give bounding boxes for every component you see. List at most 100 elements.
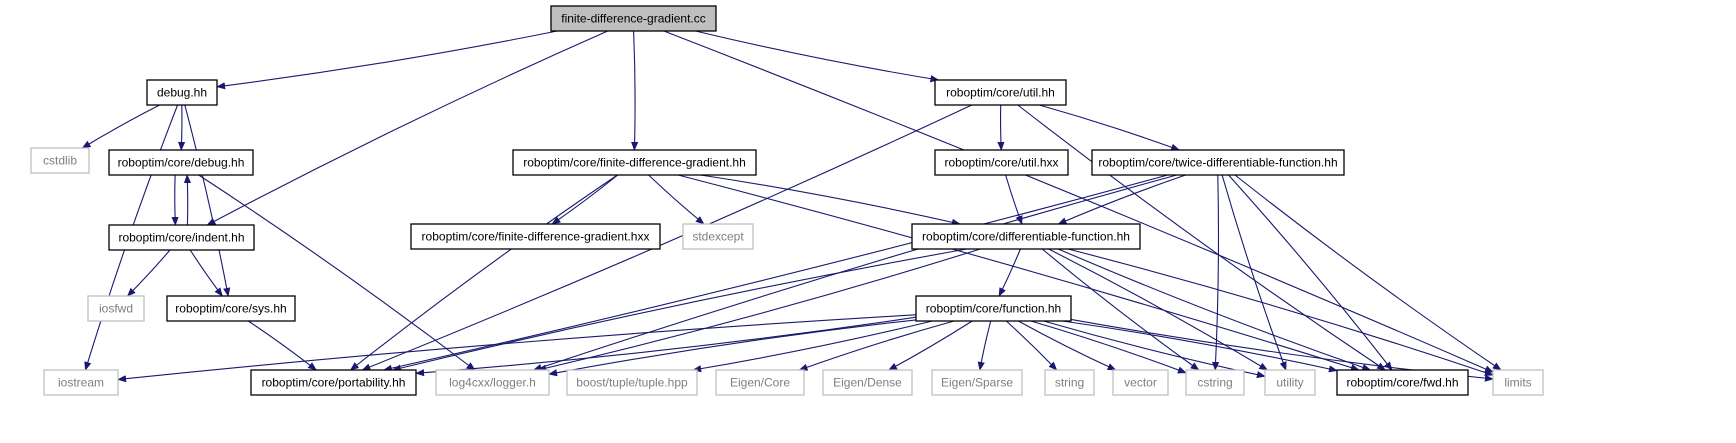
node-fwd[interactable]: roboptim/core/fwd.hh xyxy=(1336,369,1469,396)
node-root[interactable]: finite-difference-gradient.cc xyxy=(550,5,717,32)
node-util-hxx[interactable]: roboptim/core/util.hxx xyxy=(934,149,1069,176)
edge-fdg_hh-to-fdg_hxx xyxy=(551,174,619,225)
edge-indent-to-core_debug xyxy=(183,174,192,226)
node-box xyxy=(43,369,119,396)
node-fdg-hxx[interactable]: roboptim/core/finite-difference-gradient… xyxy=(410,223,661,250)
edge-diff-to-log4cxx xyxy=(537,248,981,372)
node-core-debug[interactable]: roboptim/core/debug.hh xyxy=(108,149,254,176)
node-util[interactable]: roboptim/core/util.hh xyxy=(934,79,1067,106)
node-box xyxy=(715,369,805,396)
node-box xyxy=(1185,369,1245,396)
node-label: roboptim/core/finite-difference-gradient… xyxy=(523,156,746,170)
edge-debug-to-sys xyxy=(184,104,231,297)
node-label: roboptim/core/debug.hh xyxy=(118,156,245,170)
edge-twice-to-limits xyxy=(1234,174,1502,371)
node-box xyxy=(911,223,1141,250)
edge-util-to-fwd xyxy=(1017,104,1386,371)
node-tuple: boost/tuple/tuple.hpp xyxy=(566,369,698,396)
node-indent[interactable]: roboptim/core/indent.hh xyxy=(108,224,255,251)
edge-function-to-portability xyxy=(415,316,917,377)
node-label: utility xyxy=(1276,376,1303,390)
node-iosfwd: iosfwd xyxy=(87,295,145,322)
edge-function-to-cstring xyxy=(1030,320,1187,374)
node-limits: limits xyxy=(1492,369,1544,396)
edge-twice-to-fwd xyxy=(1228,174,1393,371)
node-box xyxy=(934,79,1067,106)
node-label: roboptim/core/indent.hh xyxy=(118,231,244,245)
node-box xyxy=(30,147,90,174)
node-label: limits xyxy=(1504,376,1531,390)
node-label: log4cxx/logger.h xyxy=(449,376,536,390)
edge-diff-to-cstring xyxy=(1041,248,1200,371)
node-label: Eigen/Dense xyxy=(833,376,902,390)
node-cstring: cstring xyxy=(1185,369,1245,396)
node-diff[interactable]: roboptim/core/differentiable-function.hh xyxy=(911,223,1141,250)
node-box xyxy=(931,369,1023,396)
node-box xyxy=(1112,369,1169,396)
edge-function-to-eigen_sparse xyxy=(977,320,992,371)
edge-core_debug-to-log4cxx xyxy=(198,174,476,371)
node-label: finite-difference-gradient.cc xyxy=(561,12,706,26)
edge-root-to-limits xyxy=(663,30,1494,373)
edge-root-to-util xyxy=(695,30,940,83)
edge-twice-to-diff xyxy=(1057,174,1186,225)
edge-function-to-log4cxx xyxy=(548,319,917,377)
edge-fdg_hh-to-stdexcept xyxy=(648,174,705,225)
node-label: boost/tuple/tuple.hpp xyxy=(576,376,688,390)
node-fdg-hh[interactable]: roboptim/core/finite-difference-gradient… xyxy=(512,149,757,176)
node-label: vector xyxy=(1124,376,1157,390)
edge-fdg_hh-to-portability xyxy=(349,174,618,371)
node-label: roboptim/core/util.hh xyxy=(946,86,1055,100)
node-box xyxy=(1264,369,1316,396)
node-sys[interactable]: roboptim/core/sys.hh xyxy=(166,295,296,322)
node-box xyxy=(1492,369,1544,396)
node-function[interactable]: roboptim/core/function.hh xyxy=(915,295,1072,322)
edge-fdg_hh-to-fwd xyxy=(677,174,1360,372)
edge-function-to-vector xyxy=(1018,320,1117,371)
edge-function-to-tuple xyxy=(692,320,933,373)
node-label: roboptim/core/differentiable-function.hh xyxy=(922,230,1130,244)
node-label: iosfwd xyxy=(99,302,133,316)
node-label: debug.hh xyxy=(157,86,207,100)
node-label: Eigen/Sparse xyxy=(941,376,1013,390)
edge-fdg_hh-to-diff xyxy=(700,174,961,226)
edge-root-to-debug xyxy=(216,30,558,90)
node-portability[interactable]: roboptim/core/portability.hh xyxy=(250,369,417,396)
node-twice[interactable]: roboptim/core/twice-differentiable-funct… xyxy=(1091,149,1345,176)
edge-core_debug-to-indent xyxy=(171,174,179,226)
edge-function-to-string xyxy=(1005,320,1058,371)
node-label: roboptim/core/portability.hh xyxy=(262,376,406,390)
node-box xyxy=(410,223,661,250)
edge-indent-to-iosfwd xyxy=(126,249,171,297)
edge-diff-to-portability xyxy=(391,248,967,372)
edge-indent-to-sys xyxy=(189,249,223,297)
edge-function-to-eigen_dense xyxy=(888,320,973,371)
node-box xyxy=(1091,149,1345,176)
edge-diff-to-function xyxy=(998,248,1021,297)
edge-diff-to-fwd xyxy=(1057,248,1372,371)
edge-util_hxx-to-diff xyxy=(1005,174,1023,225)
node-label: cstring xyxy=(1197,376,1232,390)
edge-diff-to-utility xyxy=(1048,248,1269,371)
edge-function-to-eigen_core xyxy=(798,320,955,371)
node-eigen-core: Eigen/Core xyxy=(715,369,805,396)
node-label: cstdlib xyxy=(43,154,77,168)
node-debug[interactable]: debug.hh xyxy=(146,79,218,106)
node-label: string xyxy=(1055,376,1084,390)
node-box xyxy=(166,295,296,322)
edges-layer xyxy=(81,30,1502,383)
node-box xyxy=(108,224,255,251)
edge-twice-to-utility xyxy=(1221,174,1287,371)
node-iostream: iostream xyxy=(43,369,119,396)
edge-function-to-fwd xyxy=(1062,320,1338,373)
edge-root-to-fdg_hh xyxy=(631,30,639,151)
node-eigen-dense: Eigen/Dense xyxy=(822,369,913,396)
edge-debug-to-core_debug xyxy=(177,104,186,151)
node-string: string xyxy=(1044,369,1095,396)
node-label: roboptim/core/util.hxx xyxy=(944,156,1058,170)
edge-root-to-indent xyxy=(206,30,608,226)
node-box xyxy=(566,369,698,396)
node-vector: vector xyxy=(1112,369,1169,396)
